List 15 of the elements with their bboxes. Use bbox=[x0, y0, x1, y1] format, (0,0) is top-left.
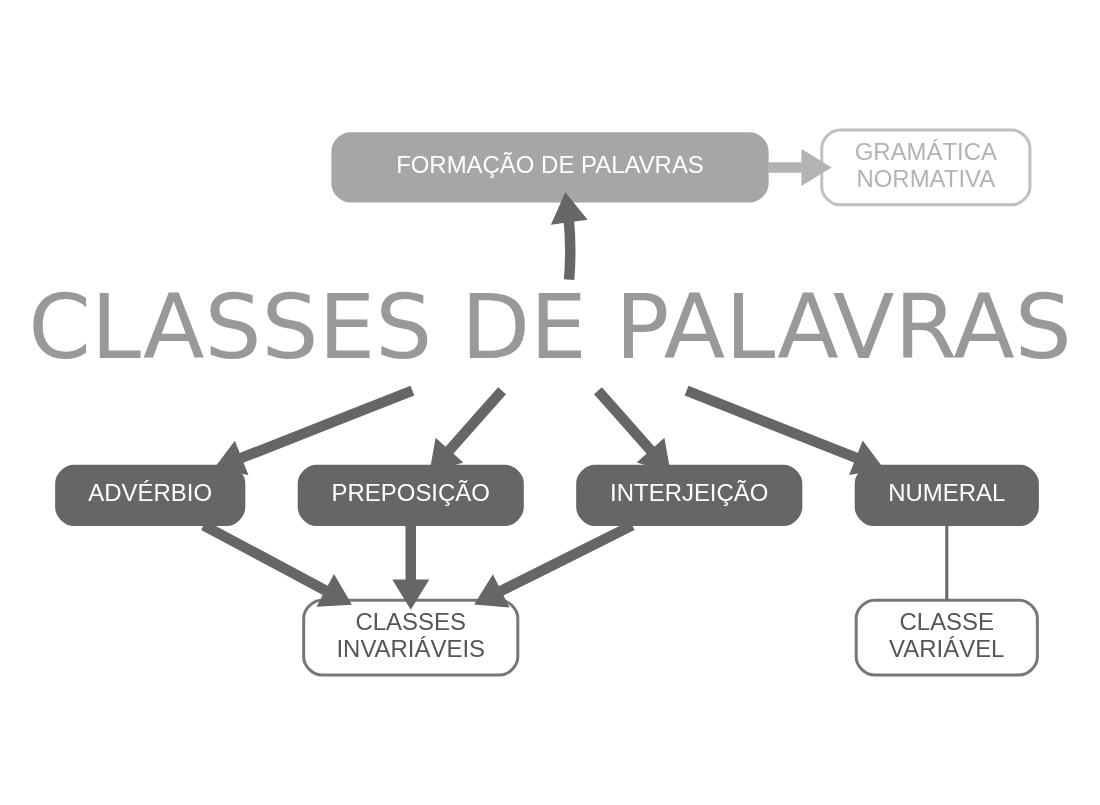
arrow bbox=[550, 192, 588, 280]
node-box: CLASSES INVARIÁVEIS bbox=[302, 598, 520, 677]
node-box: ADVÉRBIO bbox=[55, 464, 246, 527]
arrow bbox=[768, 148, 832, 186]
node-box: CLASSE VARIÁVEL bbox=[854, 598, 1039, 677]
node-box: GRAMÁTICA NORMATIVA bbox=[820, 128, 1032, 207]
node-text: CLASSES DE PALAVRAS bbox=[28, 274, 1072, 379]
arrow bbox=[684, 385, 884, 476]
node-box: FORMAÇÃO DE PALAVRAS bbox=[331, 132, 769, 203]
node-box: PREPOSIÇÃO bbox=[297, 464, 524, 527]
node-box: NUMERAL bbox=[854, 464, 1039, 527]
node-box: INTERJEIÇÃO bbox=[576, 464, 803, 527]
arrow bbox=[392, 525, 430, 610]
connector bbox=[945, 525, 949, 600]
arrow bbox=[213, 385, 415, 476]
